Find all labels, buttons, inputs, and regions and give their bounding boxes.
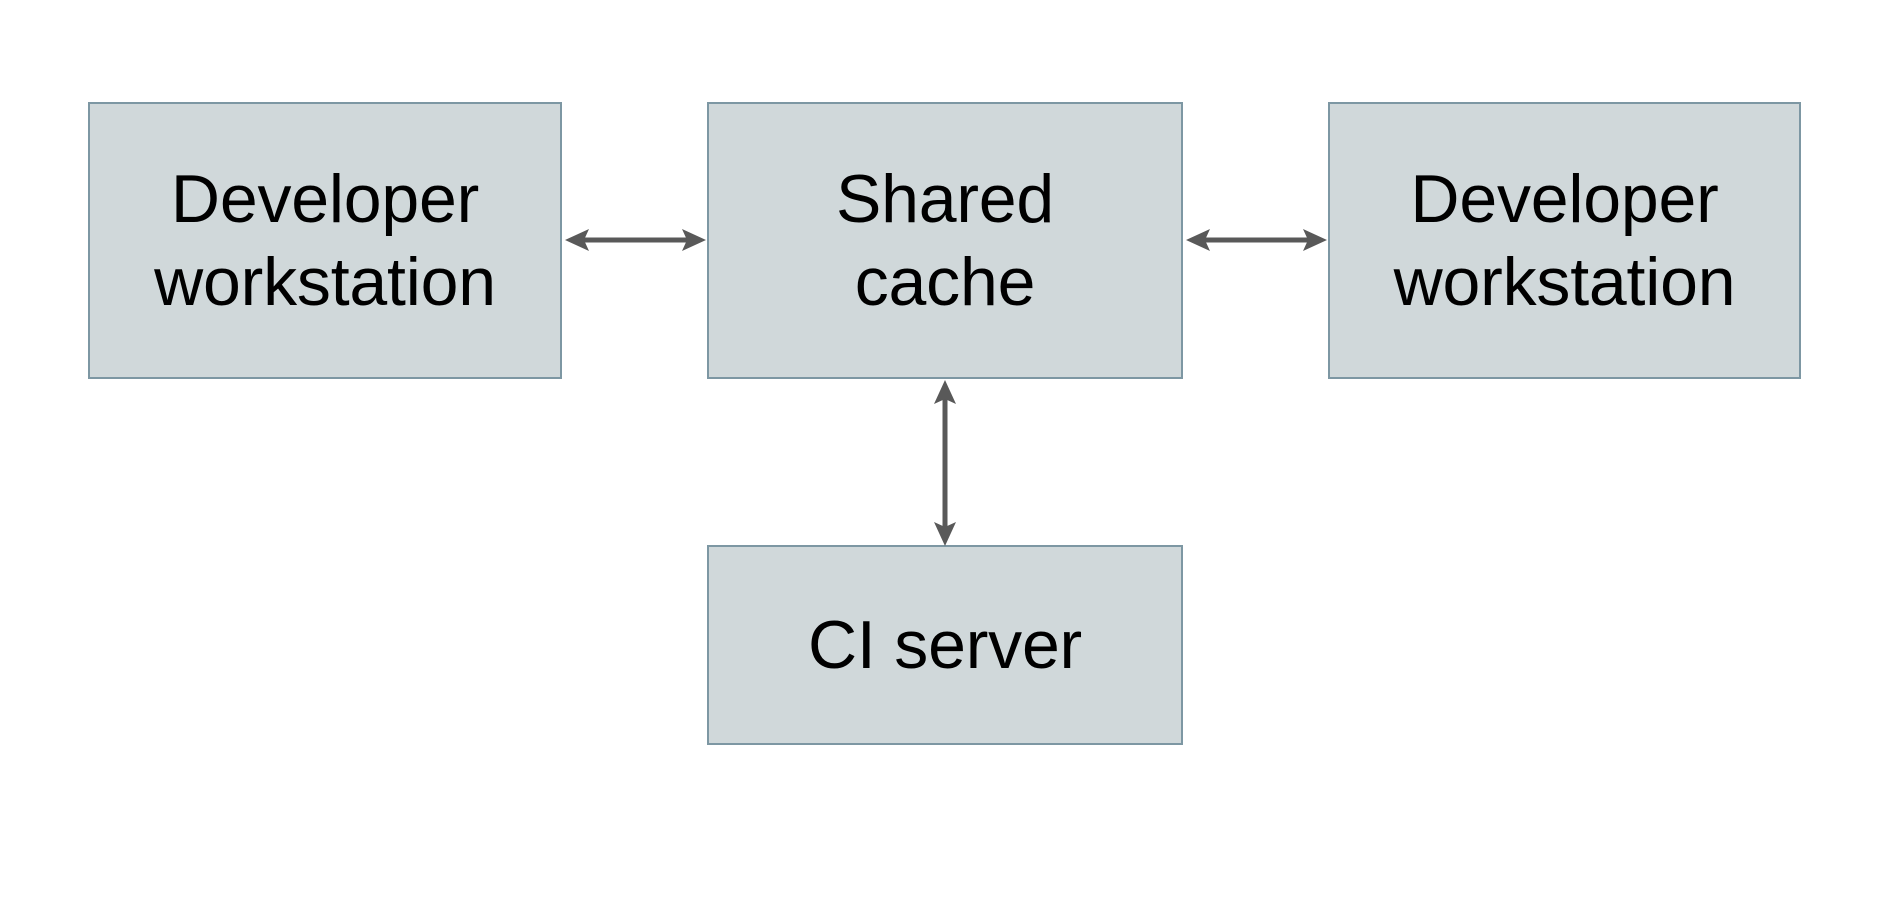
double-arrow-horizontal-icon: [565, 229, 706, 251]
node-label: Developer workstation: [1393, 160, 1736, 320]
node-developer-workstation-right[interactable]: Developer workstation: [1328, 102, 1801, 379]
node-developer-workstation-left[interactable]: Developer workstation: [88, 102, 562, 379]
edge-shared-cache-to-ci-server: [927, 378, 963, 548]
node-label: CI server: [807, 606, 1083, 683]
double-arrow-vertical-icon: [934, 380, 956, 546]
node-label: Shared cache: [835, 160, 1055, 320]
node-label: Developer workstation: [154, 160, 496, 320]
edge-shared-cache-to-developer-right: [1184, 222, 1329, 258]
node-shared-cache[interactable]: Shared cache: [707, 102, 1183, 379]
node-ci-server[interactable]: CI server: [707, 545, 1183, 745]
edge-developer-left-to-shared-cache: [563, 222, 708, 258]
double-arrow-horizontal-icon: [1186, 229, 1327, 251]
